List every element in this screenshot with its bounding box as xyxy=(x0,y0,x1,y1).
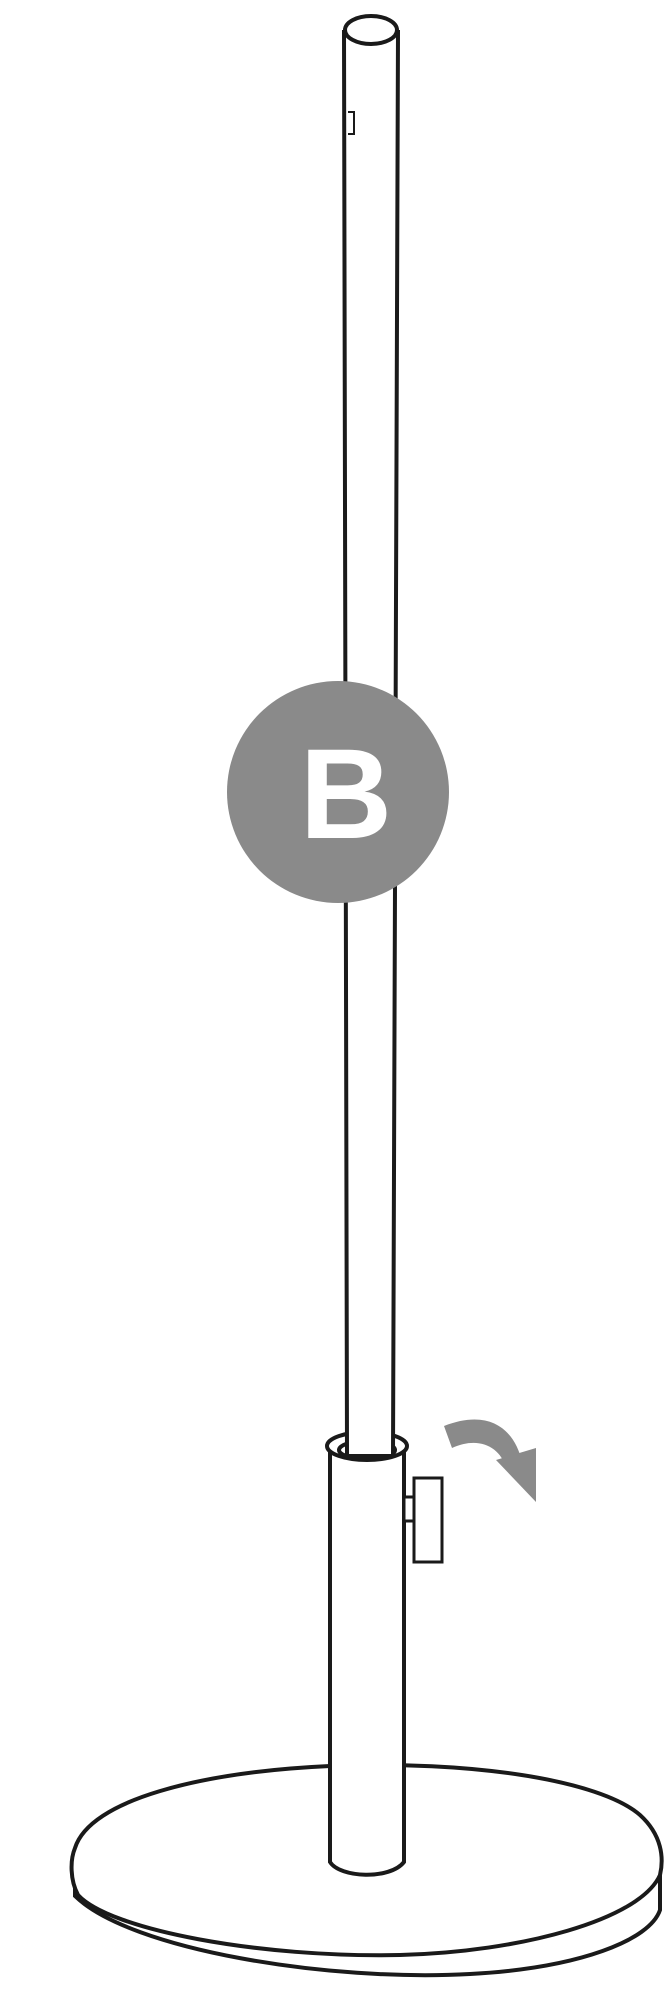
tightening-knob xyxy=(402,1476,444,1564)
curved-arrow-clockwise-icon xyxy=(444,1419,536,1502)
part-badge-label: B xyxy=(300,723,392,866)
lower-sleeve-tube xyxy=(325,1430,409,1877)
upper-pole-notch xyxy=(348,111,355,135)
rotation-arrow-shaft xyxy=(444,1419,522,1468)
base-plate xyxy=(69,1762,664,1978)
rotation-arrow-head xyxy=(496,1448,536,1502)
upper-pole-top-end xyxy=(343,14,399,46)
part-badge-circle xyxy=(227,681,449,903)
lower-sleeve-body xyxy=(328,1448,406,1877)
knob-head xyxy=(412,1476,444,1564)
part-badge: B xyxy=(227,681,449,903)
